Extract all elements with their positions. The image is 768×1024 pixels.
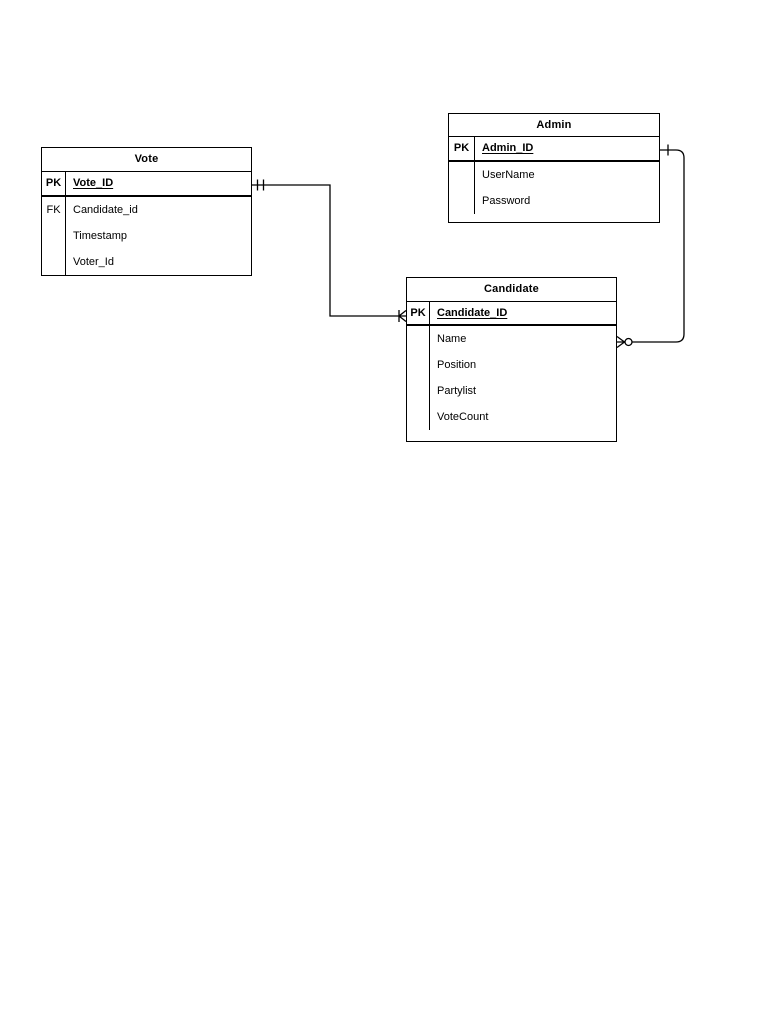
entity-title-candidate: Candidate [407,278,616,302]
pk-field-name: Candidate_ID [437,306,508,319]
one-or-many-crowsfoot-marker [398,309,407,323]
key-label: PK [407,301,430,324]
attribute-row: VoteCount [407,403,616,430]
pk-row: PK Candidate_ID [407,301,616,326]
relationship-line [252,184,398,317]
key-label [407,377,430,404]
key-label: FK [42,196,66,223]
key-label [42,222,66,250]
pk-row: PK Vote_ID [42,171,251,197]
field-name: VoteCount [437,410,489,423]
pk-row: PK Admin_ID [449,136,659,162]
attribute-row: Timestamp [42,222,251,250]
key-label [407,325,430,352]
pk-field-name: Admin_ID [482,142,534,154]
key-label [449,161,475,188]
entity-title-admin: Admin [449,114,659,137]
entity-table-admin: Admin PK Admin_ID UserName Password [448,113,660,223]
field-name: Partylist [437,384,477,397]
field-name: Name [437,332,467,345]
key-label [42,249,66,276]
key-label: PK [42,171,66,195]
attribute-row: Name [407,325,616,352]
pk-field-name: Vote_ID [73,177,114,189]
field-name: Candidate_id [73,203,138,216]
attribute-row: Voter_Id [42,249,251,276]
one-and-only-one-marker [256,179,265,191]
zero-or-many-crowsfoot-marker [616,335,625,349]
attribute-row: FK Candidate_id [42,196,251,223]
entity-title-vote: Vote [42,148,251,172]
attribute-row: Password [449,187,659,214]
attribute-row: UserName [449,161,659,188]
attribute-row: Partylist [407,377,616,404]
key-label [407,351,430,378]
key-label: PK [449,136,475,160]
field-name: UserName [482,168,535,181]
entity-table-candidate: Candidate PK Candidate_ID Name Position … [406,277,617,442]
entity-table-vote: Vote PK Vote_ID FK Candidate_id Timestam… [41,147,252,276]
field-name: Timestamp [73,229,127,242]
field-name: Position [437,358,477,371]
key-label [407,403,430,430]
field-name: Voter_Id [73,256,114,269]
key-label [449,187,475,214]
relationship-vote-candidate [252,179,407,323]
field-name: Password [482,194,531,207]
zero-or-many-circle-marker [624,337,633,347]
attribute-row: Position [407,351,616,378]
